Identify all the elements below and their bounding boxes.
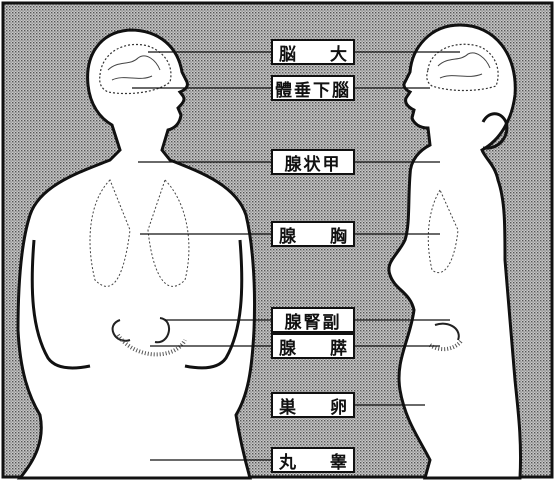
male-brain-icon: [99, 43, 172, 95]
label-pituitary: 體垂下腦: [271, 75, 355, 101]
female-brain-icon: [426, 43, 499, 92]
label-thymus: 腺 胸: [271, 221, 355, 247]
male-brain-folds: [107, 55, 161, 81]
label-pancreas: 腺 膵: [271, 333, 355, 359]
male-right-lung: [147, 179, 190, 287]
male-kidneys: [111, 317, 170, 344]
right-leader-lines: [355, 51, 460, 406]
female-hair-bun: [481, 112, 509, 150]
female-figure: [387, 23, 523, 480]
label-adrenal: 腺腎副: [271, 307, 355, 333]
left-leader-lines: [132, 51, 271, 461]
label-brain: 脳 大: [271, 39, 355, 65]
label-testis: 丸 睾: [271, 447, 355, 473]
male-left-lung: [89, 179, 131, 287]
male-right-arm: [184, 239, 244, 370]
label-ovary: 巣 卵: [271, 392, 355, 418]
female-kidney: [434, 322, 460, 341]
male-pancreas: [116, 333, 187, 357]
female-brain-folds: [437, 52, 491, 79]
male-figure: [16, 28, 257, 480]
label-thyroid: 腺状甲: [271, 149, 355, 175]
female-lung: [427, 188, 459, 273]
male-left-arm: [30, 239, 91, 370]
